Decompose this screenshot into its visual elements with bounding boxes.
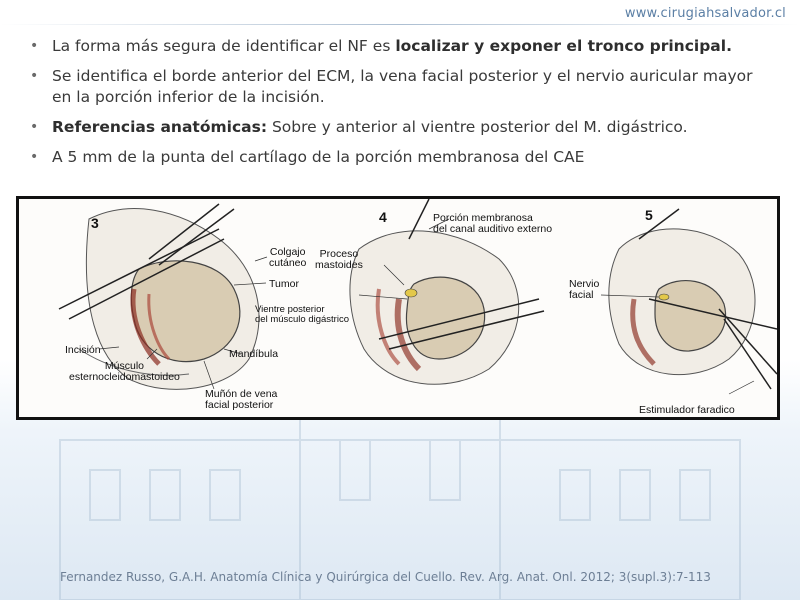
label-tumor: Tumor bbox=[269, 278, 299, 290]
bullet-list: • La forma más segura de identificar el … bbox=[22, 36, 762, 177]
bullet-item: • A 5 mm de la punta del cartílago de la… bbox=[22, 147, 762, 168]
bullet-item: • Referencias anatómicas: Sobre y anteri… bbox=[22, 117, 762, 138]
bullet-bold-text: localizar y exponer el tronco principal. bbox=[395, 37, 732, 55]
header-divider bbox=[0, 24, 800, 25]
bullet-dot-icon: • bbox=[30, 38, 39, 54]
bullet-bold-text: Referencias anatómicas: bbox=[52, 118, 268, 136]
bullet-text: Sobre y anterior al vientre posterior de… bbox=[267, 118, 688, 136]
site-url[interactable]: www.cirugiahsalvador.cl bbox=[624, 6, 786, 21]
panel-5-drawing bbox=[600, 208, 777, 395]
bullet-text: A 5 mm de la punta del cartílago de la p… bbox=[52, 148, 585, 166]
bullet-text: La forma más segura de identificar el NF… bbox=[52, 37, 396, 55]
citation-footer: Fernandez Russo, G.A.H. Anatomía Clínica… bbox=[60, 570, 711, 584]
bullet-dot-icon: • bbox=[30, 119, 39, 135]
label-estimulador: Estimulador faradico bbox=[639, 404, 735, 416]
panel-4-drawing bbox=[349, 199, 545, 385]
panel-number-3: 3 bbox=[91, 215, 99, 231]
panel-number-5: 5 bbox=[645, 207, 653, 223]
bullet-dot-icon: • bbox=[30, 68, 39, 84]
panel-3-drawing bbox=[58, 203, 268, 390]
bullet-item: • La forma más segura de identificar el … bbox=[22, 36, 762, 57]
bullet-text: Se identifica el borde anterior del ECM,… bbox=[52, 67, 753, 106]
panel-number-4: 4 bbox=[379, 209, 387, 225]
bullet-item: • Se identifica el borde anterior del EC… bbox=[22, 66, 762, 108]
label-incision: Incisión bbox=[65, 344, 101, 356]
surgical-drawings bbox=[58, 199, 777, 395]
bullet-dot-icon: • bbox=[30, 149, 39, 165]
label-mandibula: Mandíbula bbox=[229, 348, 279, 360]
